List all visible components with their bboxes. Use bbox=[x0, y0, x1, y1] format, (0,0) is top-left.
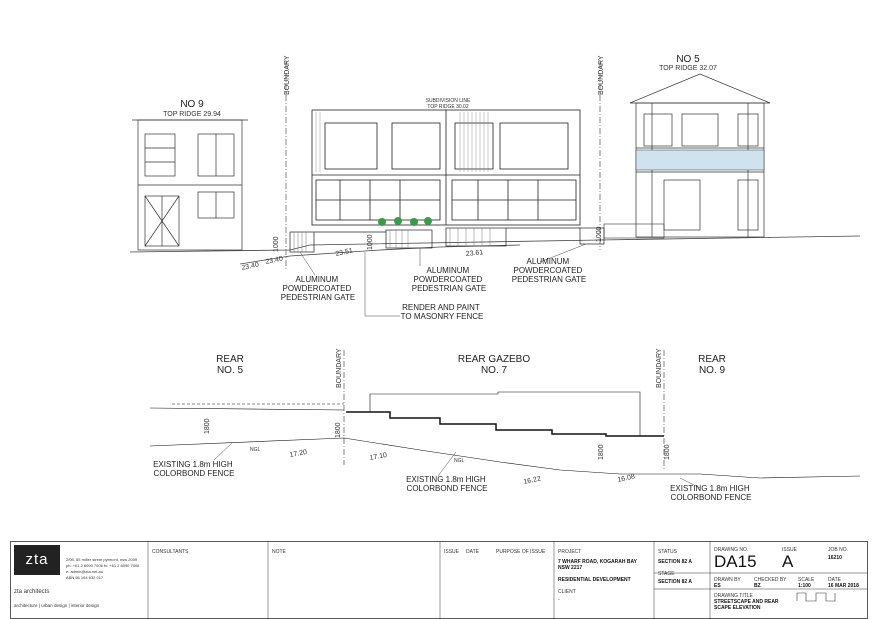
rear-no5-label-a: REAR bbox=[216, 354, 244, 365]
fence-right-note: EXISTING 1.8m HIGH COLORBOND FENCE bbox=[670, 484, 752, 502]
status-value: SECTION 82 A bbox=[658, 559, 692, 565]
no9-ridge-label: TOP RIDGE 29.94 bbox=[163, 111, 221, 118]
firm-address-2: ph: +61 2 8090 7006 fx: +61 2 8090 7006 bbox=[66, 563, 140, 568]
issue-label: ISSUE bbox=[782, 547, 798, 553]
fence-left-note: EXISTING 1.8m HIGH COLORBOND FENCE bbox=[153, 460, 235, 478]
ngl-label-left: NGL bbox=[250, 447, 261, 453]
scale-bar-icon bbox=[796, 592, 836, 602]
firm-logo: zta bbox=[14, 545, 60, 575]
date-value: 16 MAR 2018 bbox=[828, 583, 859, 589]
rear-leader-lines bbox=[213, 442, 701, 489]
drawing-title-2: SCAPE ELEVATION bbox=[714, 605, 761, 611]
rear-gazebo-label-a: REAR GAZEBO bbox=[458, 354, 530, 365]
timber-cladding bbox=[315, 112, 489, 172]
stage-label: STAGE bbox=[658, 571, 675, 577]
drawn-by: ES bbox=[714, 583, 721, 589]
boundary-label-2: BOUNDARY bbox=[598, 55, 605, 95]
front-fence bbox=[289, 227, 605, 253]
rl-2351: 23.51 bbox=[335, 247, 354, 258]
gate-mid-note: ALUMINUM POWDERCOATED PEDESTRIAN GATE bbox=[412, 266, 487, 293]
boundary-label-3: BOUNDARY bbox=[336, 348, 343, 388]
scale-label: SCALE bbox=[798, 577, 815, 583]
house-no9 bbox=[132, 119, 248, 251]
drawn-by-label: DRAWN BY bbox=[714, 577, 741, 583]
no5-ridge-label: TOP RIDGE 32.07 bbox=[659, 65, 717, 72]
project-address-2: NSW 2217 bbox=[558, 565, 583, 571]
no9-label: NO 9 bbox=[180, 99, 204, 110]
note-label: NOTE bbox=[272, 549, 286, 555]
rear-no9-label-b: NO. 9 bbox=[699, 365, 726, 376]
checked-by: BZ bbox=[754, 583, 761, 589]
rear-no9-label-a: REAR bbox=[698, 354, 726, 365]
firm-abn: ABN 56 164 632 017 bbox=[66, 575, 104, 580]
subdivision-label: SUBDIVISION LINE bbox=[426, 98, 471, 104]
rear-profile bbox=[149, 391, 861, 479]
top-ridge-mid-label: TOP RIDGE 30.02 bbox=[427, 104, 468, 110]
purpose-col-label: PURPOSE OF ISSUE bbox=[496, 549, 546, 555]
dim-1800-gazebo: 1800 bbox=[598, 444, 605, 460]
boundary-label-4: BOUNDARY bbox=[656, 348, 663, 388]
project-label: PROJECT bbox=[558, 549, 582, 555]
scale: 1:100 bbox=[798, 583, 811, 589]
gate-left-note: ALUMINUM POWDERCOATED PEDESTRIAN GATE bbox=[281, 275, 356, 302]
rl-1720: 17.20 bbox=[289, 449, 308, 459]
dim-1800-mid: 1800 bbox=[335, 422, 342, 438]
ngl-label-mid: NGL bbox=[454, 458, 465, 464]
firm-tagline: architecture | urban design | interior d… bbox=[14, 603, 100, 608]
stage-value: SECTION 82 A bbox=[658, 579, 692, 585]
rl-1710: 17.10 bbox=[369, 452, 388, 462]
drawing-no-label: DRAWING NO. bbox=[714, 547, 749, 553]
fence-mid-note: EXISTING 1.8m HIGH COLORBOND FENCE bbox=[406, 475, 488, 493]
dim-1000-right: 1000 bbox=[596, 226, 603, 242]
rl-1608: 16.08 bbox=[617, 473, 636, 484]
client-label: CLIENT bbox=[558, 589, 576, 595]
drawing-title-label: DRAWING TITLE bbox=[714, 593, 753, 599]
rl-2340a: 23.40 bbox=[241, 261, 260, 272]
date-label: DATE bbox=[828, 577, 841, 583]
checked-by-label: CHECKED BY bbox=[754, 577, 787, 583]
firm-address-1: 2/05, 55 miller street pyrmont, nsw 2009 bbox=[66, 557, 138, 562]
no5-label: NO 5 bbox=[676, 54, 700, 65]
dim-1000-mid: 1000 bbox=[367, 234, 374, 250]
gate-right-note: ALUMINUM POWDERCOATED PEDESTRIAN GATE bbox=[512, 257, 587, 284]
rl-2340b: 23.40 bbox=[265, 255, 284, 266]
issue-value: A bbox=[782, 552, 794, 571]
client-value: - bbox=[558, 597, 560, 603]
project-address-1: 7 WHARF ROAD, KOGARAH BAY bbox=[558, 559, 637, 565]
dim-1800-left: 1800 bbox=[204, 418, 211, 434]
landscape-shrubs bbox=[378, 217, 432, 226]
no5-front-fence bbox=[603, 223, 665, 239]
job-no-label: JOB NO. bbox=[828, 547, 849, 553]
rear-gazebo-label-b: NO. 7 bbox=[481, 365, 508, 376]
fence-pickets bbox=[293, 228, 491, 252]
firm-name: zta architects bbox=[14, 589, 50, 595]
drawing-title-1: STREETSCAPE AND REAR bbox=[714, 599, 779, 605]
leader-lines bbox=[299, 243, 587, 317]
consultants-label: CONSULTANTS bbox=[152, 549, 189, 555]
architectural-drawing: NO 9 TOP RIDGE 29.94 BOUNDARY bbox=[129, 54, 861, 502]
issue-col-label: ISSUE bbox=[444, 549, 460, 555]
rl-2361: 23.61 bbox=[465, 249, 483, 258]
no5-balcony-glass bbox=[635, 149, 765, 171]
title-block: zta 2/05, 55 miller street pyrmont, nsw … bbox=[10, 541, 868, 619]
render-note: RENDER AND PAINT TO MASONRY FENCE bbox=[401, 303, 484, 321]
proposed-duplex bbox=[311, 109, 581, 226]
date-col-label: DATE bbox=[466, 549, 479, 555]
rear-no5-label-b: NO. 5 bbox=[217, 365, 244, 376]
status-label: STATUS bbox=[658, 549, 677, 555]
dim-1000-left: 1000 bbox=[273, 236, 280, 252]
drawing-no: DA15 bbox=[714, 552, 757, 571]
rl-1622: 16.22 bbox=[523, 475, 542, 486]
firm-address-3: e: admin@zta.net.au bbox=[66, 569, 103, 574]
dim-1800-right: 1800 bbox=[664, 444, 671, 460]
job-no: 16210 bbox=[828, 555, 842, 561]
boundary-label-1: BOUNDARY bbox=[284, 55, 291, 95]
project-type: RESIDENTIAL DEVELOPMENT bbox=[558, 577, 631, 583]
